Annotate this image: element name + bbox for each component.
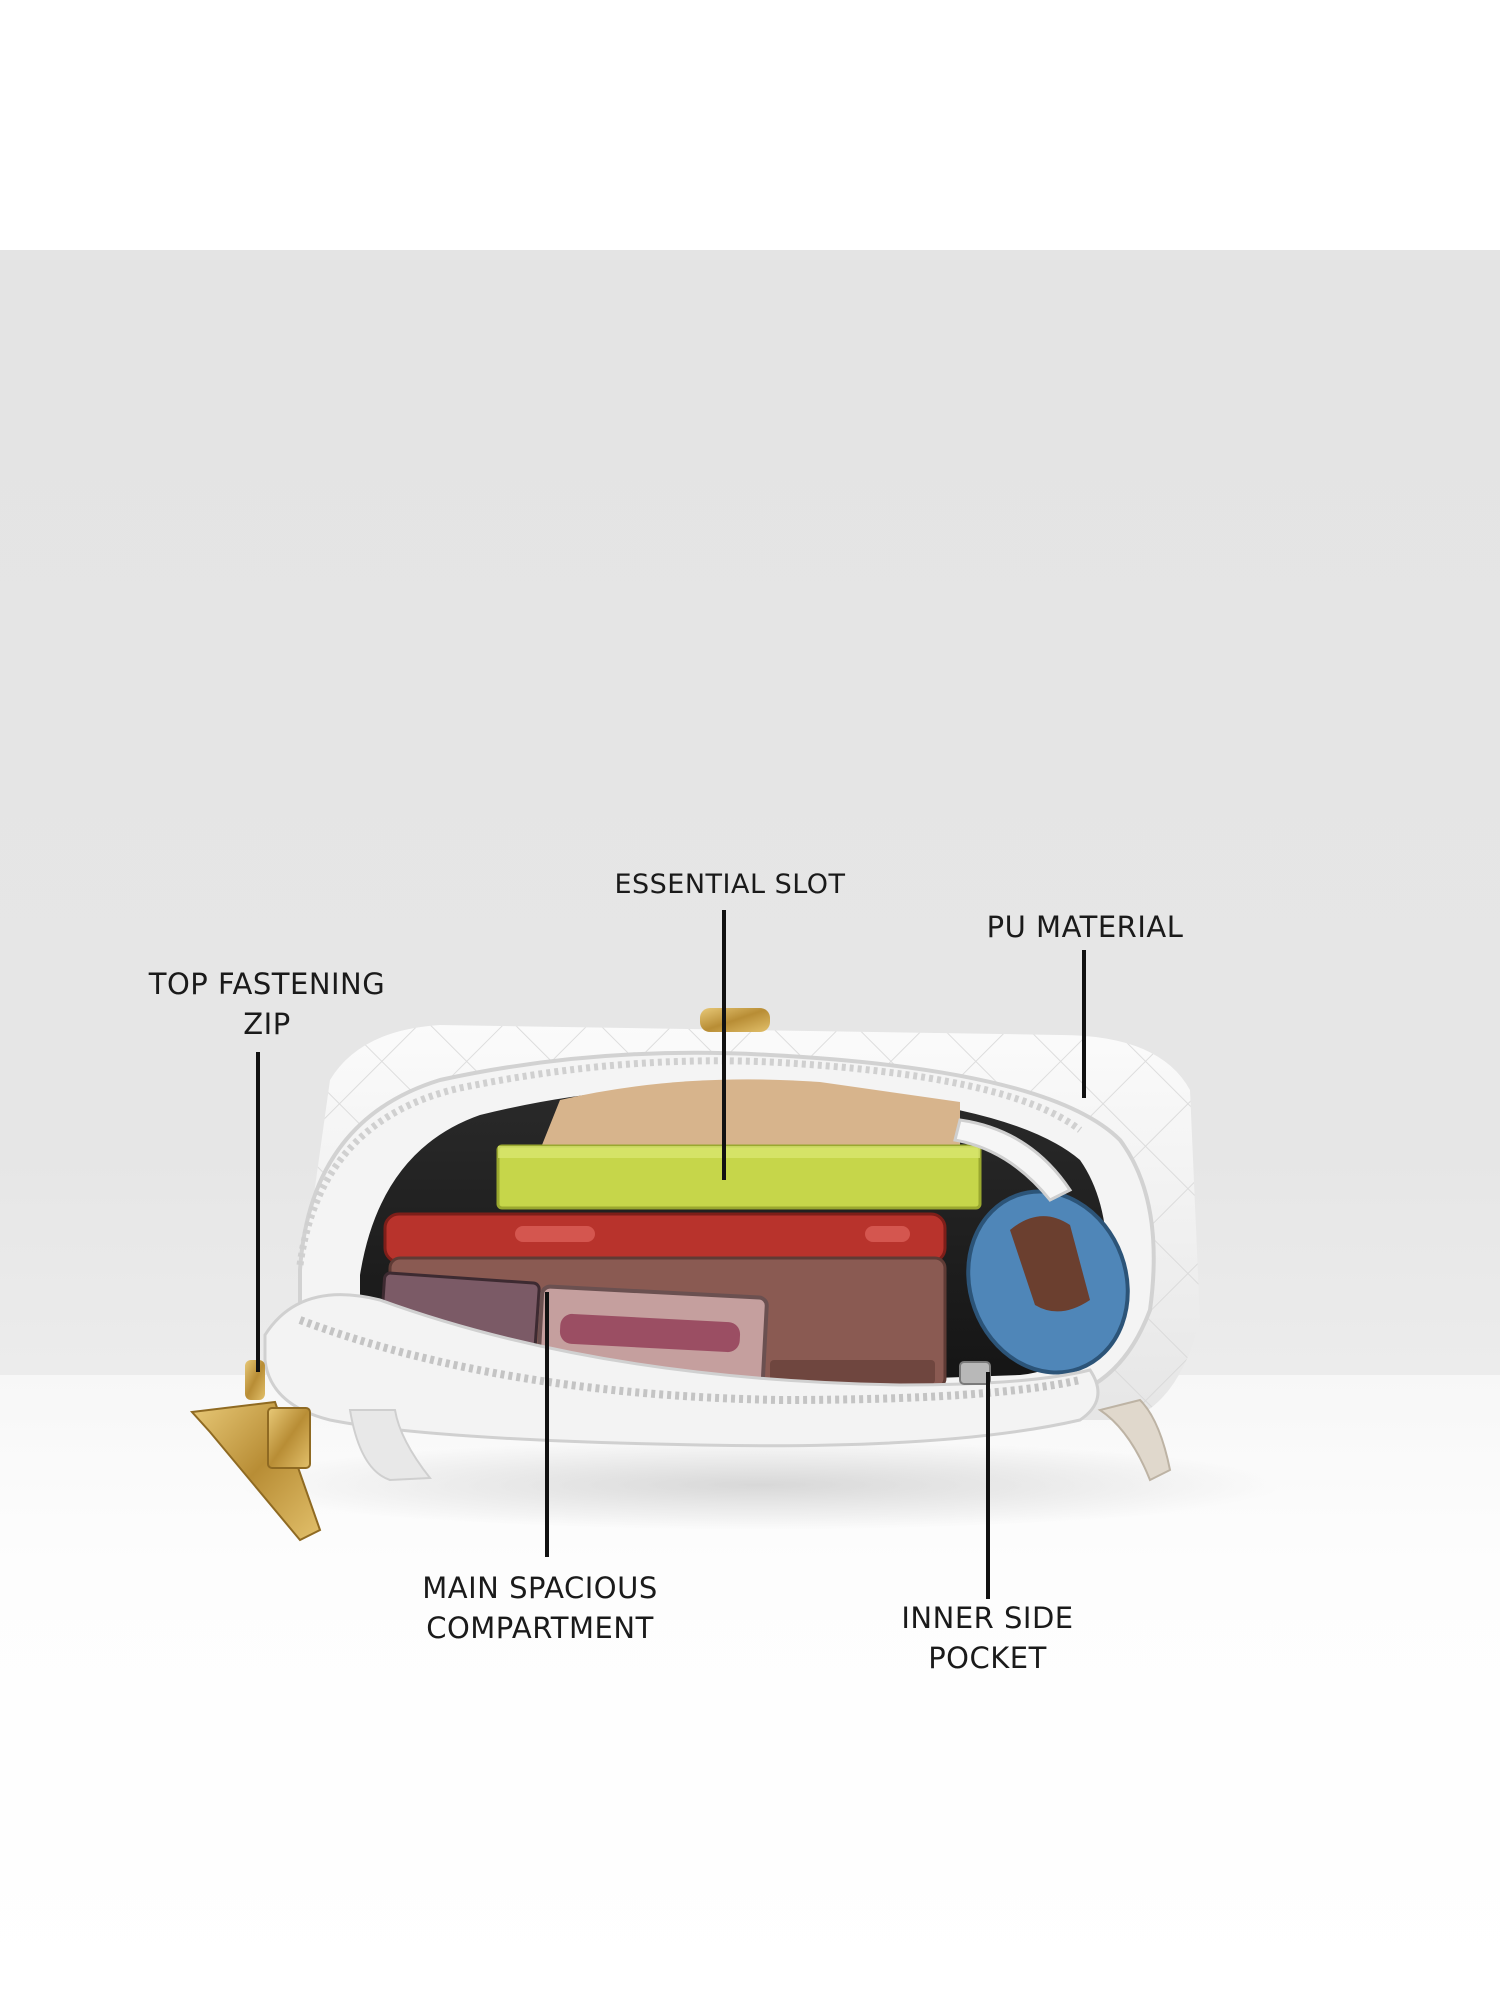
label-top-fastening-zip: TOP FASTENING ZIP xyxy=(117,964,417,1044)
label-essential-slot: ESSENTIAL SLOT xyxy=(580,865,880,905)
compact-mirror-item xyxy=(966,1189,1130,1375)
front-zip-flap xyxy=(263,1293,1100,1448)
label-inner-side-pocket-line1: INNER SIDE xyxy=(901,1601,1074,1635)
label-inner-side-pocket: INNER SIDE POCKET xyxy=(880,1598,1095,1678)
label-main-compartment-line2: COMPARTMENT xyxy=(426,1611,654,1645)
inner-side-pocket-flap xyxy=(953,1118,1073,1202)
essential-slot-lining xyxy=(540,1079,960,1150)
label-top-fastening-zip-line2: ZIP xyxy=(243,1007,291,1041)
label-top-fastening-zip-line1: TOP FASTENING xyxy=(148,967,386,1001)
label-pu-material: PU MATERIAL xyxy=(960,907,1210,947)
label-main-spacious-compartment: MAIN SPACIOUS COMPARTMENT xyxy=(395,1568,685,1648)
leader-line-essential-slot xyxy=(722,910,726,1180)
label-main-compartment-line1: MAIN SPACIOUS xyxy=(422,1571,658,1605)
leader-line-pu-material xyxy=(1082,950,1086,1098)
phone-item xyxy=(383,1212,947,1264)
leader-line-top-zip xyxy=(256,1052,260,1372)
label-pu-material-text: PU MATERIAL xyxy=(986,910,1184,944)
label-essential-slot-text: ESSENTIAL SLOT xyxy=(614,869,846,900)
bag-shadow xyxy=(240,1440,1280,1530)
zipper-slider xyxy=(959,1361,991,1385)
label-inner-side-pocket-line2: POCKET xyxy=(928,1641,1047,1675)
leader-line-inner-pocket xyxy=(986,1372,990,1599)
top-margin xyxy=(0,0,1500,250)
clasp-hardware xyxy=(700,1008,770,1032)
gold-zip-pull xyxy=(189,1360,322,1542)
leader-line-main-compartment xyxy=(545,1292,549,1557)
